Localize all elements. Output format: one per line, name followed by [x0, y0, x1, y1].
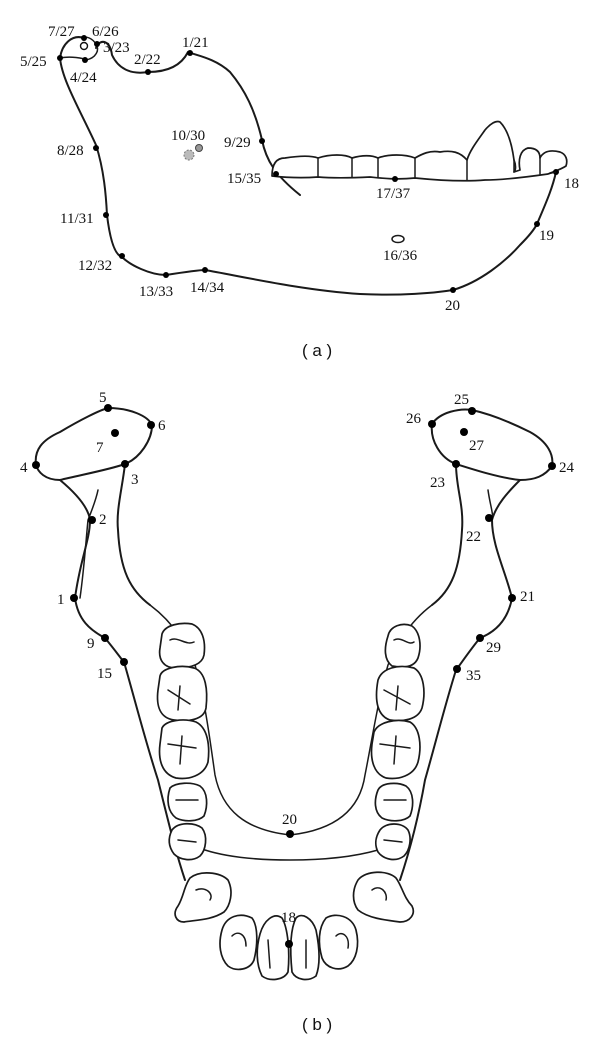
condylar-head: [59, 36, 99, 61]
landmark-label: 5/25: [20, 54, 47, 70]
landmark-label: 18: [564, 176, 579, 192]
landmark-label: 6: [158, 418, 166, 434]
landmark-dot: [121, 460, 129, 468]
landmark-label: 18: [281, 910, 296, 926]
landmark-label: 9/29: [224, 135, 251, 151]
landmark-dot: [93, 145, 99, 151]
landmark-label: 14/34: [190, 280, 225, 296]
panel-b: 5 6 7 4 3 2 1 9 15 25 26 27 24 23 22 21 …: [20, 390, 575, 1034]
landmark-label: 2: [99, 512, 107, 528]
landmark-label: 26: [406, 411, 422, 427]
landmark-dot: [485, 514, 493, 522]
panel-caption: ( a ): [302, 341, 332, 360]
landmark-dot: [468, 407, 476, 415]
panel-a: 7/27 6/26 3/23 5/25 4/24 2/22 1/21 10/30…: [20, 24, 579, 360]
landmark-dot: [534, 221, 540, 227]
landmark-dot: [286, 830, 294, 838]
mental-foramen: [391, 234, 405, 244]
landmark-label: 9: [87, 636, 95, 652]
landmark-dot: [508, 594, 516, 602]
lingula-marker: [183, 149, 195, 161]
landmark-label: 29: [486, 640, 501, 656]
landmark-label: 24: [559, 460, 575, 476]
landmark-dot: [145, 69, 151, 75]
landmark-dot: [476, 634, 484, 642]
lateral-teeth: [271, 120, 568, 182]
landmark-label: 7: [96, 440, 104, 456]
landmark-label: 12/32: [78, 258, 112, 274]
condylion-marker: [79, 41, 89, 51]
landmark-dot: [119, 253, 125, 259]
landmark-dot: [453, 665, 461, 673]
landmark-label: 10/30: [171, 128, 205, 144]
landmark-dot: [202, 267, 208, 273]
landmark-label: 8/28: [57, 143, 84, 159]
landmark-label: 21: [520, 589, 535, 605]
right-condyle: [430, 408, 554, 481]
landmark-label: 19: [539, 228, 554, 244]
right-teeth: [289, 623, 425, 981]
landmark-dot: [273, 171, 279, 177]
landmark-label: 27: [469, 438, 485, 454]
landmark-label: 2/22: [134, 52, 161, 68]
landmark-dot: [88, 516, 96, 524]
landmark-label: 6/26: [92, 24, 119, 40]
landmark-dot: [104, 404, 112, 412]
landmark-label: 20: [282, 812, 297, 828]
landmark-dot: [32, 461, 40, 469]
landmark-label: 15: [97, 666, 112, 682]
landmark-dot: [111, 429, 119, 437]
ramus-anterior-border: [95, 40, 301, 196]
landmark-label: 4/24: [70, 70, 97, 86]
landmark-label: 20: [445, 298, 460, 314]
landmark-dot: [259, 138, 265, 144]
mandibular-foramen-marker: [195, 144, 203, 152]
landmark-dot: [70, 594, 78, 602]
landmark-label: 16/36: [383, 248, 418, 264]
landmark-dot: [392, 176, 398, 182]
occlusal-outer-contour: [59, 463, 521, 881]
landmark-dot: [187, 50, 193, 56]
landmark-dot: [103, 212, 109, 218]
landmark-label: 15/35: [227, 171, 261, 187]
landmark-label: 4: [20, 460, 28, 476]
landmark-label: 35: [466, 668, 481, 684]
landmark-dot: [452, 460, 460, 468]
landmark-dot: [548, 462, 556, 470]
landmark-dot: [285, 940, 293, 948]
landmark-dot: [82, 57, 88, 63]
landmark-dot: [57, 55, 63, 61]
landmark-label: 3/23: [103, 40, 130, 56]
landmark-dot: [460, 428, 468, 436]
left-condyle: [34, 407, 153, 481]
landmark-label: 3: [131, 472, 139, 488]
landmark-label: 11/31: [60, 211, 94, 227]
landmark-dot: [101, 634, 109, 642]
landmark-dot: [163, 272, 169, 278]
landmark-label: 23: [430, 475, 445, 491]
landmark-dot: [120, 658, 128, 666]
landmark-label: 1/21: [182, 35, 209, 51]
landmark-dot: [94, 41, 100, 47]
landmark-label: 5: [99, 390, 107, 406]
lateral-tooth-separators: [317, 157, 541, 181]
panel-caption: ( b ): [302, 1015, 332, 1034]
landmark-label: 25: [454, 392, 469, 408]
landmark-label: 1: [57, 592, 65, 608]
left-teeth: [156, 622, 290, 981]
occlusal-inner-lines: [79, 489, 494, 861]
landmark-dot: [428, 420, 436, 428]
landmark-label: 22: [466, 529, 481, 545]
landmark-dot: [147, 421, 155, 429]
landmark-dot: [81, 35, 87, 41]
landmark-dot: [450, 287, 456, 293]
landmark-label: 7/27: [48, 24, 75, 40]
tick-line: [547, 171, 557, 175]
landmark-label: 13/33: [139, 284, 173, 300]
landmark-label: 17/37: [376, 186, 411, 202]
